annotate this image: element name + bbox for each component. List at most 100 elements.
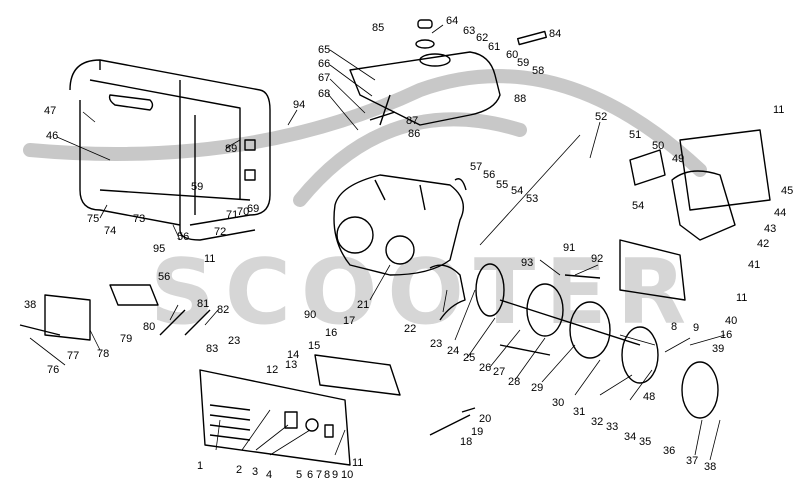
part-label-22: 22: [404, 323, 417, 335]
part-label-87: 87: [406, 115, 419, 127]
part-label-56-frame: 56: [177, 231, 190, 243]
part-label-41: 41: [748, 259, 761, 271]
part-label-28: 28: [508, 376, 521, 388]
part-label-16-alternator: 16: [720, 329, 733, 341]
part-label-93: 93: [521, 257, 534, 269]
part-label-35: 35: [639, 436, 652, 448]
part-label-20: 20: [479, 413, 492, 425]
part-label-13: 13: [285, 359, 298, 371]
part-label-30: 30: [552, 397, 565, 409]
part-label-19: 19: [471, 426, 484, 438]
part-label-55: 55: [496, 179, 509, 191]
part-label-11-frame: 11: [204, 253, 216, 265]
part-label-68: 68: [318, 88, 331, 100]
part-label-46: 46: [46, 130, 59, 142]
part-label-67: 67: [318, 72, 331, 84]
watermark-text: SCOOTER: [150, 240, 697, 345]
part-label-37: 37: [686, 455, 699, 467]
battery-drawing: [19, 284, 211, 341]
part-label-84: 84: [549, 28, 562, 40]
part-label-3: 3: [252, 466, 259, 478]
engine-drawing: [333, 174, 467, 276]
part-label-5: 5: [296, 469, 303, 481]
part-label-52: 52: [595, 111, 608, 123]
part-label-70: 70: [237, 206, 250, 218]
part-label-60: 60: [506, 49, 519, 61]
part-label-80: 80: [143, 321, 156, 333]
part-label-94: 94: [293, 99, 306, 111]
part-label-7: 7: [316, 469, 323, 481]
part-label-11-panel: 11: [352, 457, 364, 469]
part-label-15: 15: [308, 340, 321, 352]
part-label-85: 85: [372, 22, 385, 34]
part-label-63: 63: [463, 25, 476, 37]
part-label-76: 76: [47, 364, 60, 376]
frame-drawing: [69, 59, 271, 241]
part-label-83: 83: [206, 343, 219, 355]
part-label-54-muffler: 54: [632, 200, 645, 212]
part-label-49: 49: [672, 153, 685, 165]
small-parts-drawing: [369, 94, 601, 436]
part-label-45: 45: [781, 185, 794, 197]
part-label-77: 77: [67, 350, 80, 362]
part-label-17: 17: [343, 315, 356, 327]
part-label-43: 43: [764, 223, 777, 235]
part-label-23-battery: 23: [228, 335, 241, 347]
part-label-82: 82: [217, 304, 230, 316]
part-label-39: 39: [712, 343, 725, 355]
part-label-74: 74: [104, 225, 117, 237]
part-label-61: 61: [488, 41, 501, 53]
part-label-62: 62: [476, 32, 489, 44]
part-label-14: 14: [287, 349, 300, 361]
part-label-24: 24: [447, 345, 460, 357]
part-label-11-muffler: 11: [773, 104, 785, 116]
part-label-44: 44: [774, 207, 787, 219]
part-label-51: 51: [629, 129, 642, 141]
part-label-32: 32: [591, 416, 604, 428]
part-label-89: 89: [225, 143, 238, 155]
part-label-86: 86: [408, 128, 421, 140]
part-label-38-battery: 38: [24, 299, 37, 311]
part-label-59-tank: 59: [517, 57, 530, 69]
part-label-25: 25: [463, 352, 476, 364]
part-label-54-engine: 54: [511, 185, 524, 197]
part-label-65: 65: [318, 44, 331, 56]
part-label-73: 73: [133, 213, 146, 225]
part-label-57: 57: [470, 161, 483, 173]
part-label-1: 1: [197, 460, 204, 472]
part-label-8: 8: [324, 469, 331, 481]
part-label-9-alternator: 9: [693, 322, 700, 334]
part-label-64: 64: [446, 15, 459, 27]
part-label-71: 71: [226, 209, 239, 221]
part-label-2: 2: [236, 464, 243, 476]
part-label-81: 81: [197, 298, 210, 310]
part-label-59-frame: 59: [191, 181, 204, 193]
part-label-29: 29: [531, 382, 544, 394]
part-label-69: 69: [247, 203, 260, 215]
part-label-23-alternator: 23: [430, 338, 443, 350]
leader-lines: [29, 24, 726, 461]
part-label-47: 47: [44, 105, 57, 117]
part-label-6: 6: [307, 469, 314, 481]
part-label-21: 21: [357, 299, 370, 311]
part-label-9: 9: [332, 469, 339, 481]
part-label-95: 95: [153, 243, 166, 255]
part-label-10: 10: [341, 469, 354, 481]
part-label-58: 58: [532, 65, 545, 77]
part-label-50: 50: [652, 140, 665, 152]
part-label-79: 79: [120, 333, 133, 345]
alternator-drawing: [429, 263, 719, 419]
part-label-4: 4: [266, 469, 273, 481]
part-label-36: 36: [663, 445, 676, 457]
part-label-12: 12: [266, 364, 279, 376]
part-label-91: 91: [563, 242, 576, 254]
part-label-88: 88: [514, 93, 527, 105]
part-label-18: 18: [460, 436, 473, 448]
part-label-78: 78: [97, 348, 110, 360]
part-label-27: 27: [493, 366, 506, 378]
part-label-53: 53: [526, 193, 539, 205]
part-label-26: 26: [479, 362, 492, 374]
part-label-11-housing: 11: [736, 292, 748, 304]
